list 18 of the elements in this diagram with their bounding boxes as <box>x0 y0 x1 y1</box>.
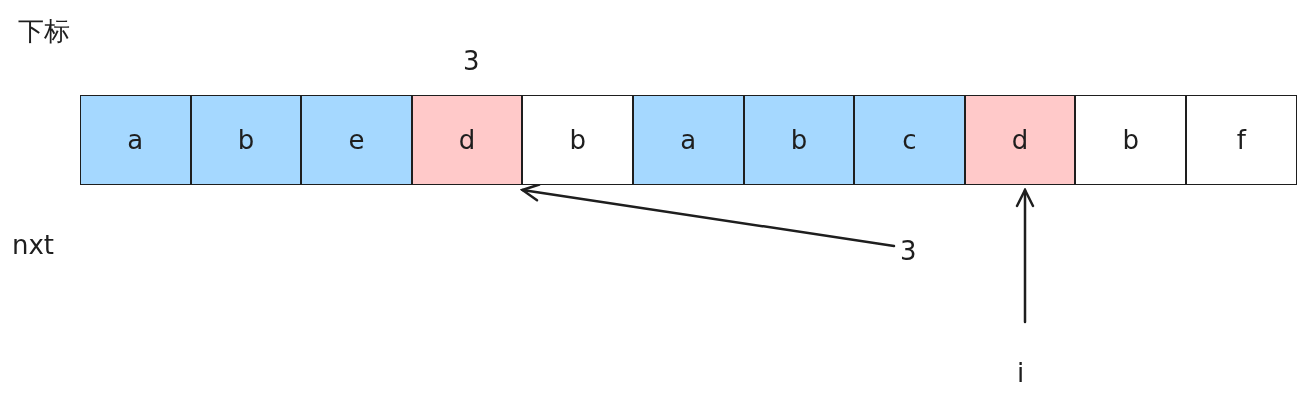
row-label: nxt <box>12 230 55 260</box>
array-cell: a <box>633 95 744 185</box>
arrow <box>521 183 896 248</box>
array-cell: b <box>1075 95 1186 185</box>
array-cell: b <box>190 95 302 185</box>
array-cell: e <box>301 95 412 185</box>
array-cell: a <box>80 95 191 185</box>
index-number: 3 <box>463 46 480 76</box>
array-cell: b <box>743 95 855 185</box>
array-cell: f <box>1186 95 1297 185</box>
array-cell: d <box>411 95 523 185</box>
pointer-label: i <box>1017 358 1033 388</box>
array-cell: b <box>522 95 633 185</box>
index-heading: 下标 <box>18 16 70 46</box>
arrow <box>1015 188 1035 324</box>
array-cell: d <box>964 95 1076 185</box>
pointer-label: 3 <box>900 236 926 266</box>
array-cell: c <box>854 95 965 185</box>
